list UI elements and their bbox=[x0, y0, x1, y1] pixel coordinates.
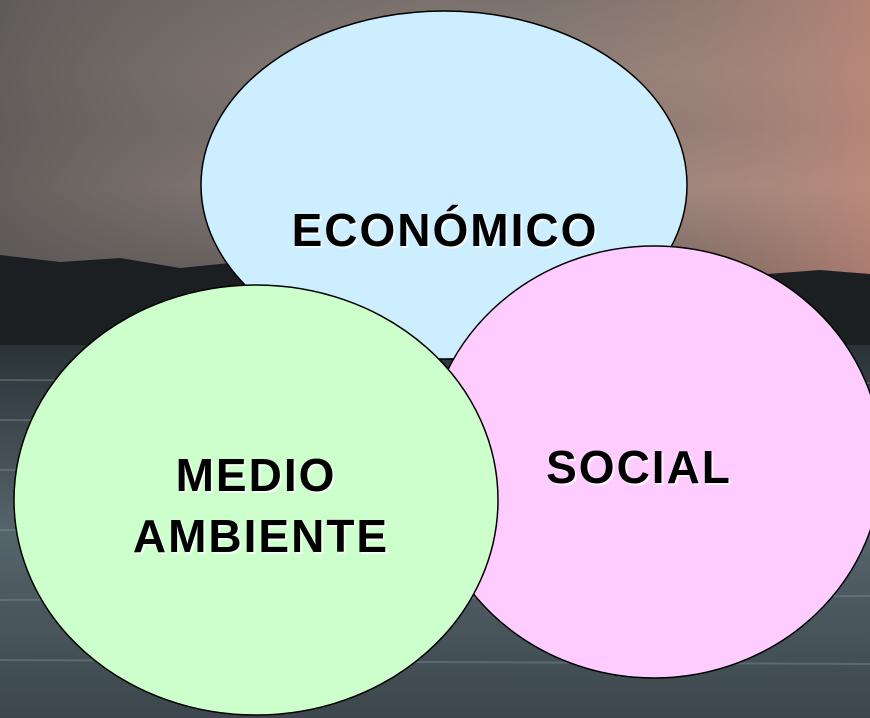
economic-label-shadow: ECONÓMICO bbox=[294, 206, 601, 258]
environment-label-line1: MEDIO bbox=[176, 449, 337, 501]
environment-label-line2: AMBIENTE bbox=[133, 510, 389, 562]
environment-label-line1-shadow: MEDIO bbox=[178, 451, 339, 503]
social-label-shadow: SOCIAL bbox=[548, 443, 734, 495]
environment-label-line2-shadow: AMBIENTE bbox=[135, 512, 391, 564]
social-label: SOCIAL bbox=[546, 441, 732, 493]
environment-circle bbox=[13, 284, 499, 716]
economic-label: ECONÓMICO bbox=[292, 204, 599, 256]
